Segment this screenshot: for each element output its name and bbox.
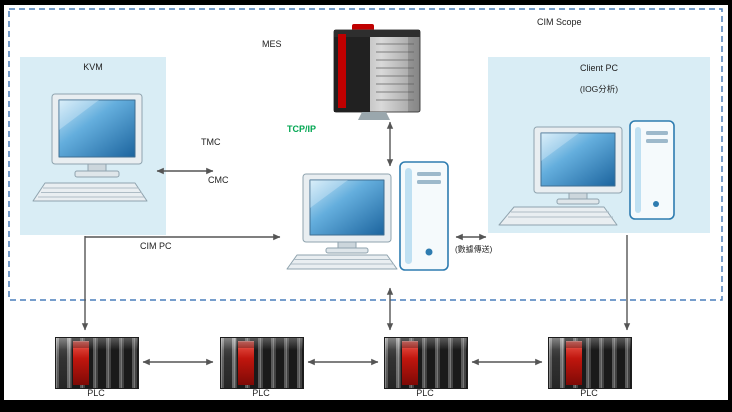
cim-pc-illustration [286, 161, 449, 271]
tmc-label: TMC [201, 137, 221, 147]
plc-red-module [73, 341, 89, 385]
cim-pc-label: CIM PC [140, 241, 172, 251]
plc-top-sheen [385, 338, 467, 350]
plc-unit: PLC [55, 337, 139, 401]
plc-module-stripes [56, 338, 138, 388]
plc-unit: PLC [548, 337, 632, 401]
connector-arrows [81, 121, 631, 366]
plc-label: PLC [87, 388, 105, 398]
mes-server-illustration [333, 24, 421, 120]
tcpip-label: TCP/IP [287, 124, 317, 134]
kvm-label: KVM [83, 62, 103, 72]
plc-label: PLC [416, 388, 434, 398]
plc-top-sheen [549, 338, 631, 350]
server-vents [376, 43, 414, 101]
cim-scope-border [8, 8, 723, 301]
plc-rack-left [56, 338, 71, 388]
plc-rack-left [549, 338, 564, 388]
plc-rack-left [385, 338, 400, 388]
plc-label: PLC [252, 388, 270, 398]
client-pc-illustration [498, 120, 675, 226]
cim-scope-label: CIM Scope [537, 17, 582, 27]
cmc-label: CMC [208, 175, 229, 185]
plc-module-stripes [549, 338, 631, 388]
client-pc-label: Client PC [579, 63, 618, 73]
plc-photo [548, 337, 632, 389]
plc-unit: PLC [384, 337, 468, 401]
plc-red-module [238, 341, 254, 385]
client-pc-sublabel: (IOG分析) [579, 84, 619, 94]
plc-rack-left [221, 338, 236, 388]
plc-photo [220, 337, 304, 389]
plc-top-sheen [221, 338, 303, 350]
plc-top-sheen [56, 338, 138, 350]
plc-module-stripes [385, 338, 467, 388]
plc-unit: PLC [220, 337, 304, 401]
plc-label: PLC [580, 388, 598, 398]
plc-red-module [402, 341, 418, 385]
client-link-label: (數據傳送) [455, 245, 493, 254]
mes-label: MES [262, 39, 282, 49]
plc-module-stripes [221, 338, 303, 388]
plc-red-module [566, 341, 582, 385]
plc-photo [384, 337, 468, 389]
plc-photo [55, 337, 139, 389]
kvm-computer-illustration [32, 93, 148, 202]
